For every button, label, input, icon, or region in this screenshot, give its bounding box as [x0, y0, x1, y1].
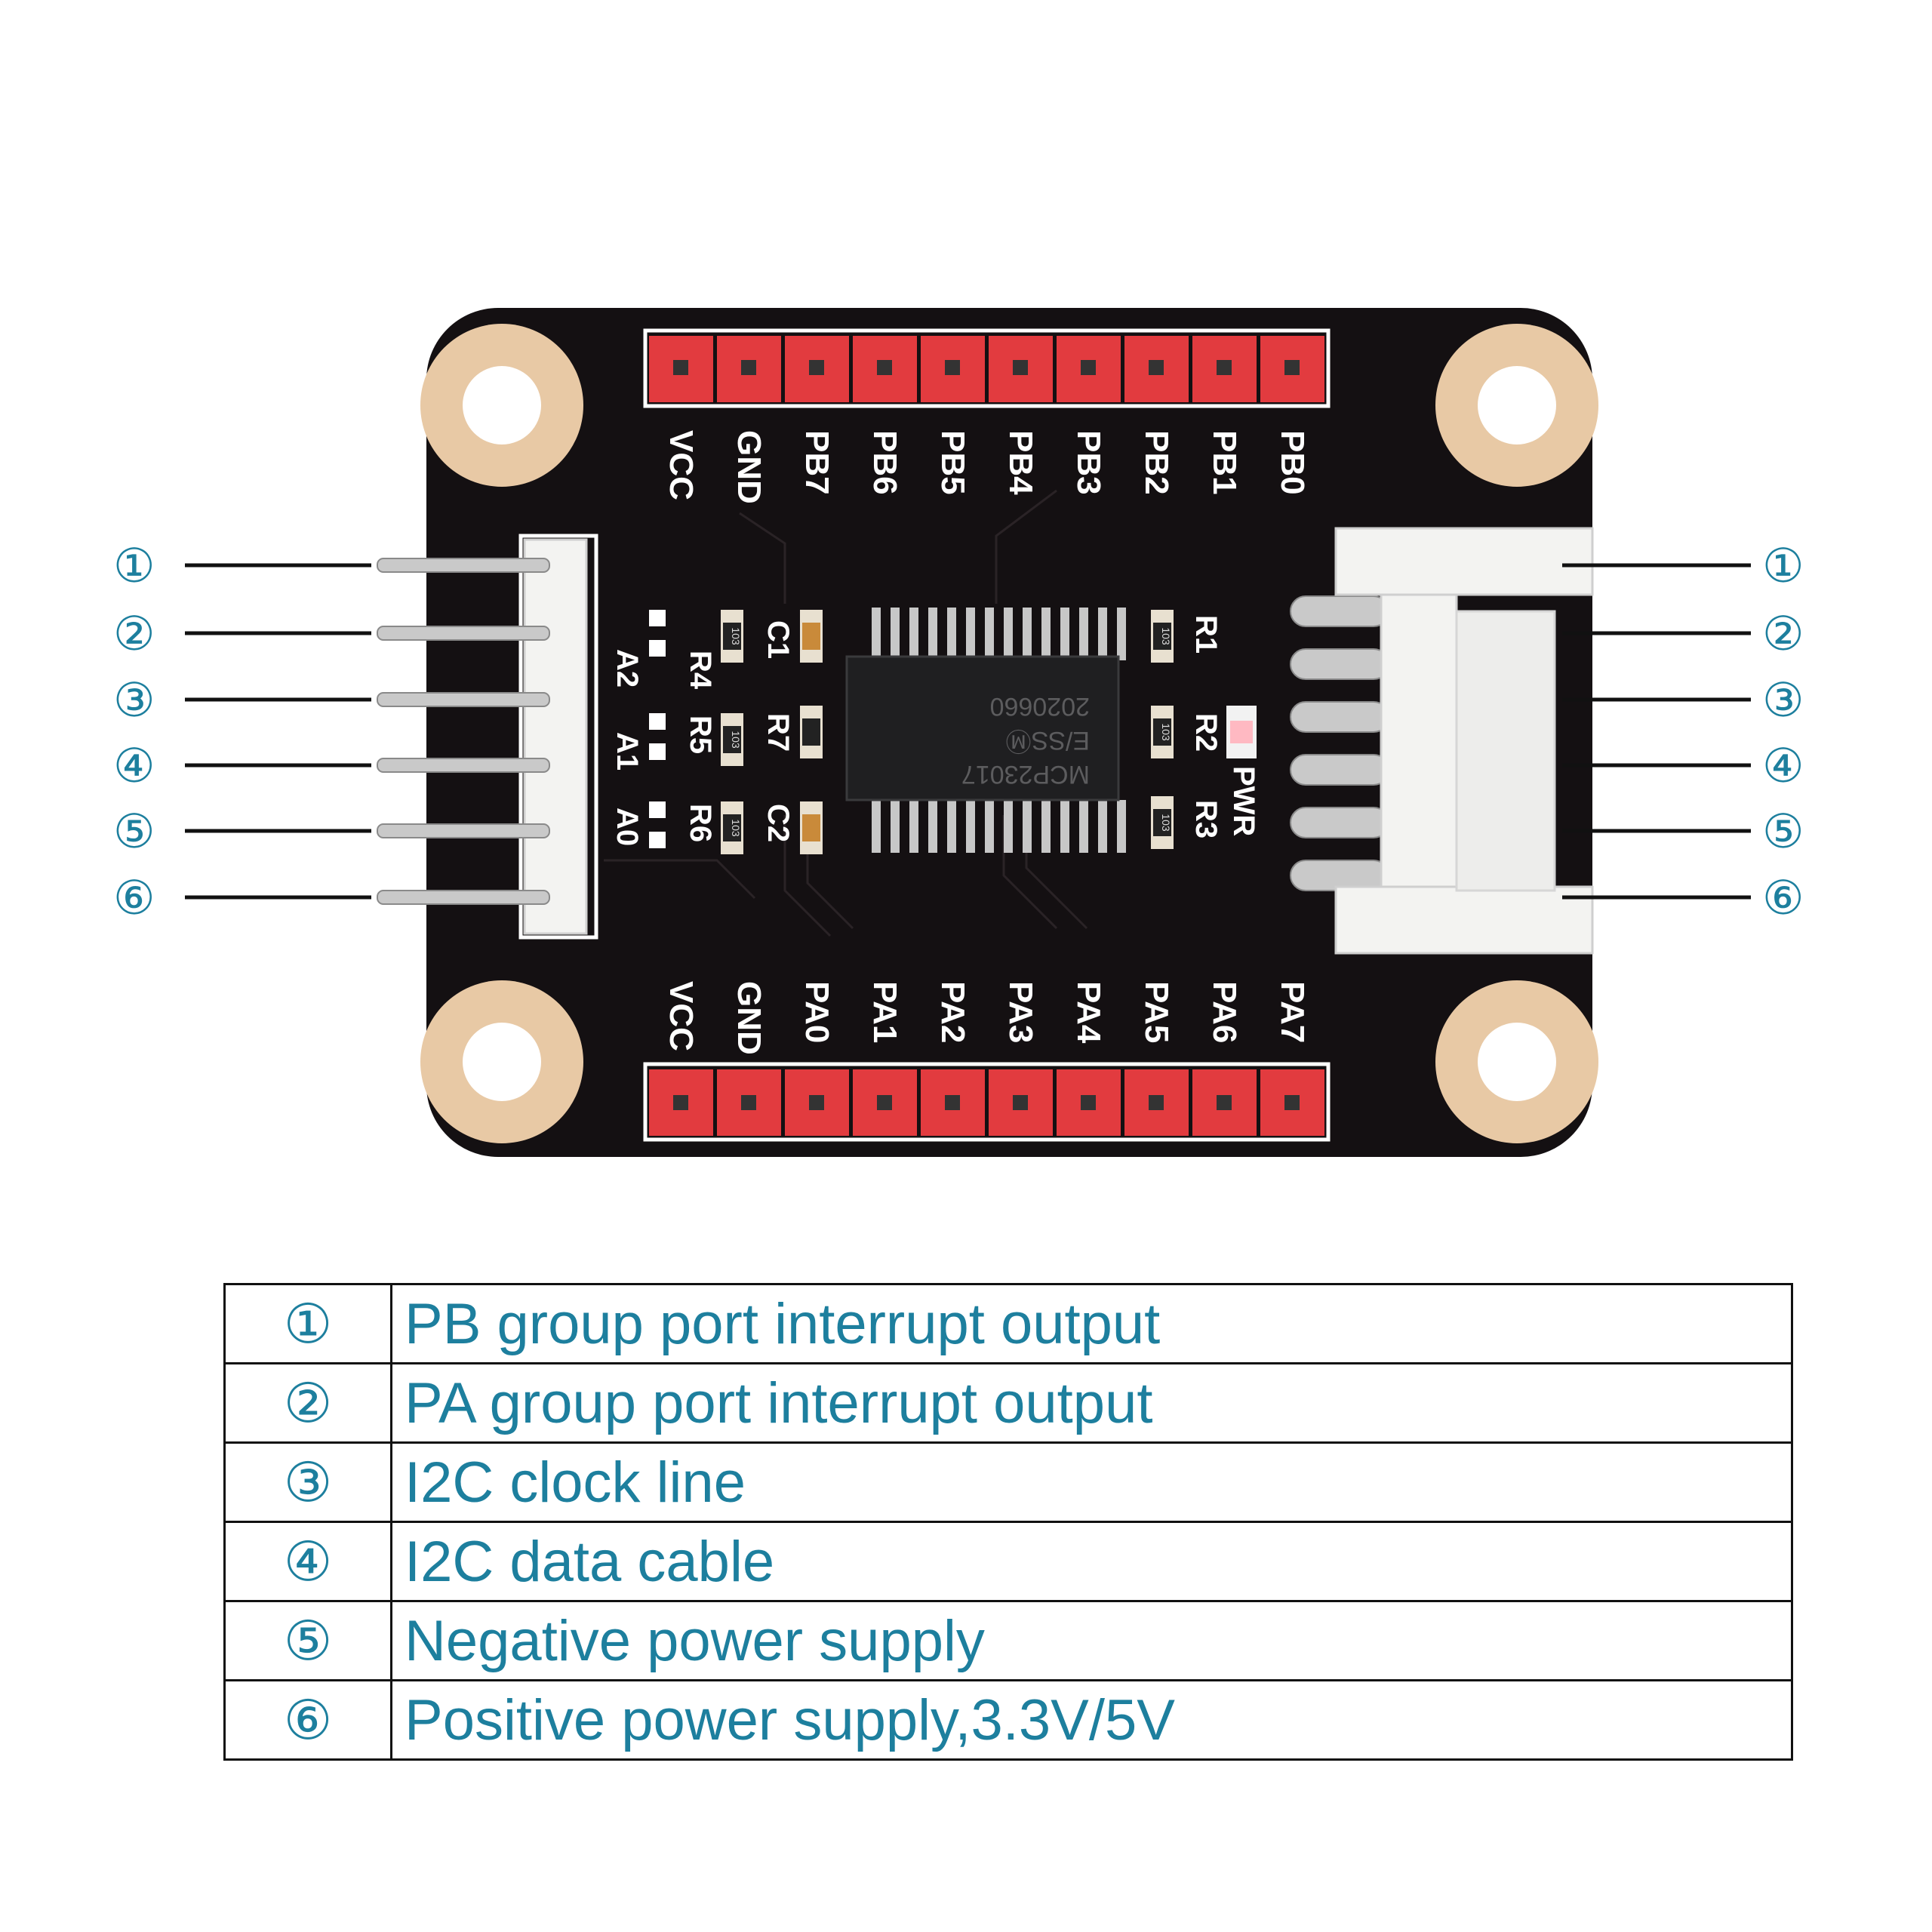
label-r4: R4 — [684, 651, 717, 690]
board-diagram: VCC GND PB7 PB6 PB5 PB4 PB3 PB2 PB1 PB0 … — [113, 308, 1804, 1157]
resistor-code-0: 103 — [730, 627, 742, 645]
left-callout-1: ① — [113, 538, 155, 593]
resistor-code-5: 103 — [1160, 814, 1172, 832]
pcb-traces — [604, 489, 1088, 937]
table-row: ⑤ Negative power supply — [223, 1600, 1793, 1681]
table-row: ⑥ Positive power supply,3.3V/5V — [223, 1679, 1793, 1761]
resistor-code-1: 103 — [730, 731, 742, 749]
top-label-0: VCC — [663, 430, 700, 500]
right-callout-2: ② — [1762, 606, 1804, 661]
left-callout-5: ⑤ — [113, 804, 155, 859]
top-label-8: PB1 — [1206, 430, 1243, 495]
left-callout-6: ⑥ — [113, 870, 155, 925]
label-r3: R3 — [1189, 800, 1223, 838]
label-c2: C2 — [761, 804, 795, 842]
pin-number-1: ① — [223, 1283, 392, 1364]
bottom-label-6: PA4 — [1070, 981, 1107, 1044]
mounting-hole-top-right — [1435, 324, 1598, 487]
mounting-hole-bottom-left — [420, 980, 583, 1143]
top-label-5: PB4 — [1002, 430, 1039, 495]
mounting-hole-top-left — [420, 324, 583, 487]
right-callout-3: ③ — [1762, 672, 1804, 728]
bottom-label-2: PA0 — [798, 981, 835, 1043]
top-label-2: PB7 — [798, 430, 835, 495]
resistor-code-3: 103 — [1160, 627, 1172, 645]
chip-marking-line-2: E/SSⓂ — [1006, 726, 1090, 755]
label-pwr: PWR — [1227, 766, 1260, 836]
left-callout-2: ② — [113, 606, 155, 661]
pin-description-2: PA group port interrupt output — [390, 1362, 1793, 1444]
pin-description-3: I2C clock line — [390, 1441, 1793, 1523]
top-pin-header — [643, 328, 1331, 408]
pin-number-4: ④ — [223, 1521, 392, 1602]
bottom-label-4: PA2 — [934, 981, 971, 1043]
address-jumpers — [649, 610, 666, 848]
right-callout-lines — [1562, 563, 1751, 900]
left-callout-lines — [185, 563, 371, 900]
table-row: ② PA group port interrupt output — [223, 1362, 1793, 1444]
pin-number-5: ⑤ — [223, 1600, 392, 1681]
left-callout-3: ③ — [113, 672, 155, 728]
pin-description-table: ① PB group port interrupt output ② PA gr… — [223, 1283, 1793, 1761]
top-label-1: GND — [731, 430, 768, 504]
top-label-4: PB5 — [934, 430, 971, 495]
bottom-label-1: GND — [731, 981, 768, 1055]
right-passives — [1151, 610, 1257, 849]
label-c1: C1 — [761, 620, 795, 659]
pin-description-4: I2C data cable — [390, 1521, 1793, 1602]
resistor-code-2: 103 — [730, 819, 742, 837]
top-label-9: PB0 — [1274, 430, 1311, 495]
label-r6: R6 — [684, 804, 717, 842]
table-row: ① PB group port interrupt output — [223, 1283, 1793, 1364]
top-label-7: PB2 — [1138, 430, 1175, 495]
bottom-label-5: PA3 — [1002, 981, 1039, 1043]
left-callout-4: ④ — [113, 738, 155, 793]
chip-marking-line-3: 2020660 — [990, 692, 1090, 721]
pin-description-1: PB group port interrupt output — [390, 1283, 1793, 1364]
left-pin-connector — [377, 534, 598, 940]
label-a1: A1 — [611, 732, 644, 771]
label-r2: R2 — [1189, 713, 1223, 752]
label-r7: R7 — [761, 713, 795, 752]
table-row: ③ I2C clock line — [223, 1441, 1793, 1523]
bottom-label-9: PA7 — [1274, 981, 1311, 1043]
right-callout-1: ① — [1762, 538, 1804, 593]
table-row: ④ I2C data cable — [223, 1521, 1793, 1602]
resistor-code-4: 103 — [1160, 723, 1172, 741]
bottom-header-labels: VCC GND PA0 PA1 PA2 PA3 PA4 PA5 PA6 PA7 — [663, 981, 1311, 1055]
mounting-hole-bottom-right — [1435, 980, 1598, 1143]
chip-marking-line-1: MCP23017 — [961, 760, 1090, 789]
pin-number-3: ③ — [223, 1441, 392, 1523]
right-latch-connector — [1290, 527, 1594, 955]
bottom-pin-header — [643, 1062, 1331, 1142]
label-a2: A2 — [611, 649, 644, 688]
pin-description-6: Positive power supply,3.3V/5V — [390, 1679, 1793, 1761]
label-a0: A0 — [611, 808, 644, 846]
top-label-3: PB6 — [866, 430, 903, 495]
top-label-6: PB3 — [1070, 430, 1107, 495]
right-callout-5: ⑤ — [1762, 804, 1804, 859]
pin-number-6: ⑥ — [223, 1679, 392, 1761]
label-r1: R1 — [1189, 615, 1223, 654]
pin-number-2: ② — [223, 1362, 392, 1444]
top-header-labels: VCC GND PB7 PB6 PB5 PB4 PB3 PB2 PB1 PB0 — [663, 430, 1311, 504]
bottom-label-7: PA5 — [1138, 981, 1175, 1043]
bottom-label-3: PA1 — [866, 981, 903, 1043]
bottom-label-8: PA6 — [1206, 981, 1243, 1043]
right-callout-4: ④ — [1762, 738, 1804, 793]
mcp23017-chip: MCP23017 E/SSⓂ 2020660 — [845, 608, 1126, 853]
left-passives — [721, 610, 823, 854]
pin-description-5: Negative power supply — [390, 1600, 1793, 1681]
label-r5: R5 — [684, 715, 717, 754]
right-callout-6: ⑥ — [1762, 870, 1804, 925]
bottom-label-0: VCC — [663, 981, 700, 1051]
